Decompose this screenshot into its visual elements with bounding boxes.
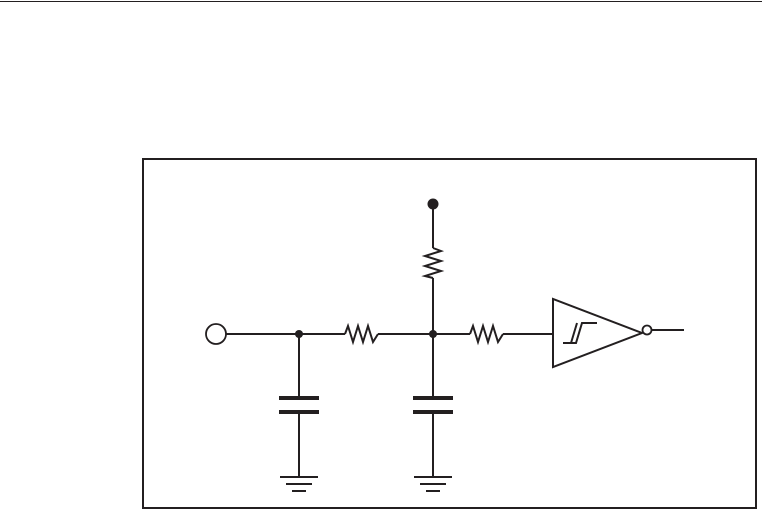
input-terminal bbox=[206, 324, 226, 344]
resistor-gate bbox=[470, 326, 503, 342]
resistor-series bbox=[345, 326, 378, 342]
ground-left bbox=[280, 477, 318, 491]
ground-right bbox=[414, 477, 452, 491]
hysteresis-icon bbox=[563, 323, 597, 343]
resistor-pullup bbox=[425, 248, 441, 278]
schmitt-inverter bbox=[553, 299, 642, 367]
inverter-bubble bbox=[643, 326, 652, 335]
